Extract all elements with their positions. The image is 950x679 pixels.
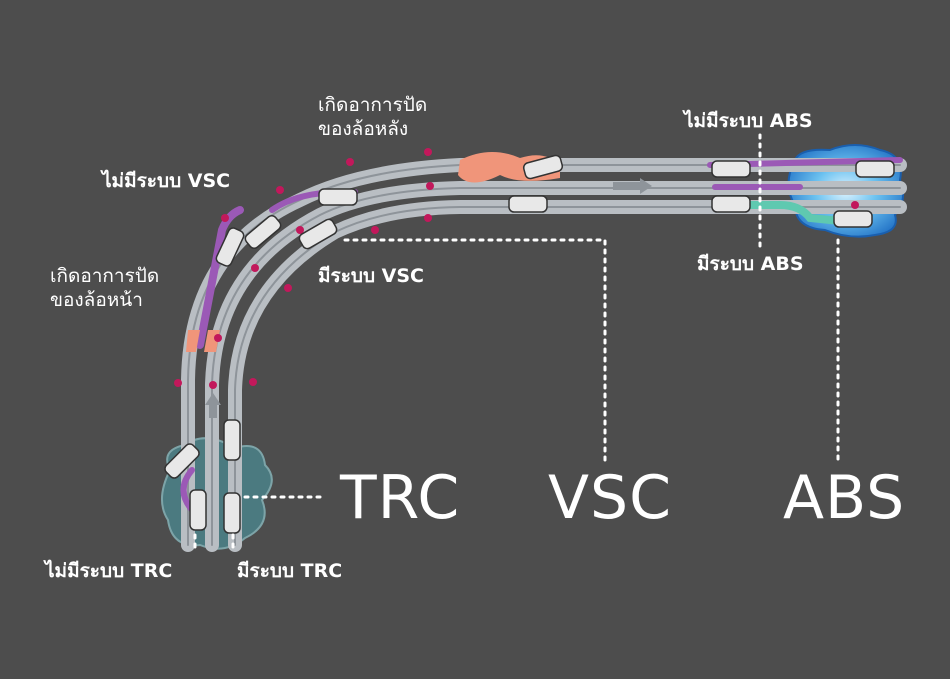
car-icon	[833, 210, 873, 228]
car-icon	[522, 154, 564, 180]
no-trc-label: ไม่มีระบบ TRC	[45, 560, 173, 582]
rear-wheel-skid-label: เกิดอาการปัด ของล้อหลัง	[318, 94, 428, 140]
no-vsc-label: ไม่มีระบบ VSC	[102, 170, 231, 192]
direction-arrows	[205, 178, 652, 418]
abs-path	[716, 201, 854, 226]
leader-lines	[193, 133, 840, 554]
cars	[164, 154, 895, 534]
car-icon	[855, 160, 895, 178]
no-abs-label: ไม่มีระบบ ABS	[684, 110, 813, 132]
hazard-markers	[174, 148, 859, 389]
car-icon	[711, 160, 751, 178]
car-icon	[244, 214, 282, 250]
car-icon	[164, 443, 200, 479]
with-trc-label: มีระบบ TRC	[237, 560, 343, 582]
car-icon	[711, 195, 751, 213]
abs-title: ABS	[783, 463, 906, 533]
car-icon	[508, 195, 548, 213]
car-icon	[223, 492, 241, 534]
car-icon	[318, 188, 358, 206]
car-icon	[215, 227, 245, 267]
car-icon	[298, 218, 338, 250]
car-icon	[223, 419, 241, 461]
car-icon	[189, 489, 207, 531]
vsc-title: VSC	[548, 463, 673, 533]
with-vsc-label: มีระบบ VSC	[318, 265, 425, 287]
front-wheel-skid-label: เกิดอาการปัด ของล้อหน้า	[50, 265, 160, 311]
with-abs-label: มีระบบ ABS	[697, 253, 804, 275]
trc-title: TRC	[340, 463, 461, 533]
